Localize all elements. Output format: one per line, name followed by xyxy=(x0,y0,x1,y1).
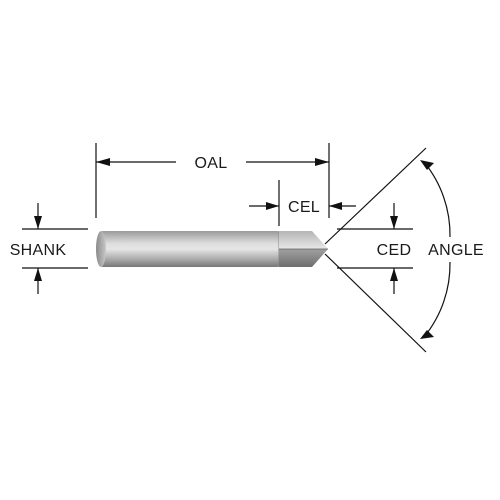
cutting-flute-lower xyxy=(279,249,328,267)
cel-arrow-left xyxy=(266,202,279,210)
oal-label: OAL xyxy=(195,155,228,172)
angle-arrow-lower xyxy=(420,330,434,339)
cutting-flute-upper xyxy=(279,231,328,249)
oal-dimension: OAL xyxy=(95,143,330,218)
cel-arrow-right xyxy=(329,202,342,210)
angle-arc-upper xyxy=(423,161,451,238)
angle-label: ANGLE xyxy=(428,242,484,259)
ced-arrow-top xyxy=(390,216,398,229)
shank-label: SHANK xyxy=(10,242,67,259)
angle-dimension: ANGLE xyxy=(324,147,484,353)
ced-label: CED xyxy=(377,242,412,259)
shank-dimension: SHANK xyxy=(10,203,88,294)
router-bit xyxy=(96,231,328,267)
angle-arrow-upper xyxy=(420,160,434,170)
shank-end-cap xyxy=(96,231,106,267)
angle-extension-upper xyxy=(324,147,427,245)
shank-arrow-top xyxy=(34,216,42,229)
ced-arrow-bottom xyxy=(390,268,398,281)
cel-label: CEL xyxy=(288,199,320,216)
shank-body xyxy=(101,231,279,267)
ced-dimension: CED xyxy=(337,203,413,294)
angle-arc-lower xyxy=(423,261,451,338)
shank-arrow-bottom xyxy=(34,268,42,281)
angle-extension-lower xyxy=(324,253,427,353)
oal-arrow-left xyxy=(96,158,110,166)
cel-dimension: CEL xyxy=(249,180,356,226)
oal-arrow-right xyxy=(315,158,329,166)
